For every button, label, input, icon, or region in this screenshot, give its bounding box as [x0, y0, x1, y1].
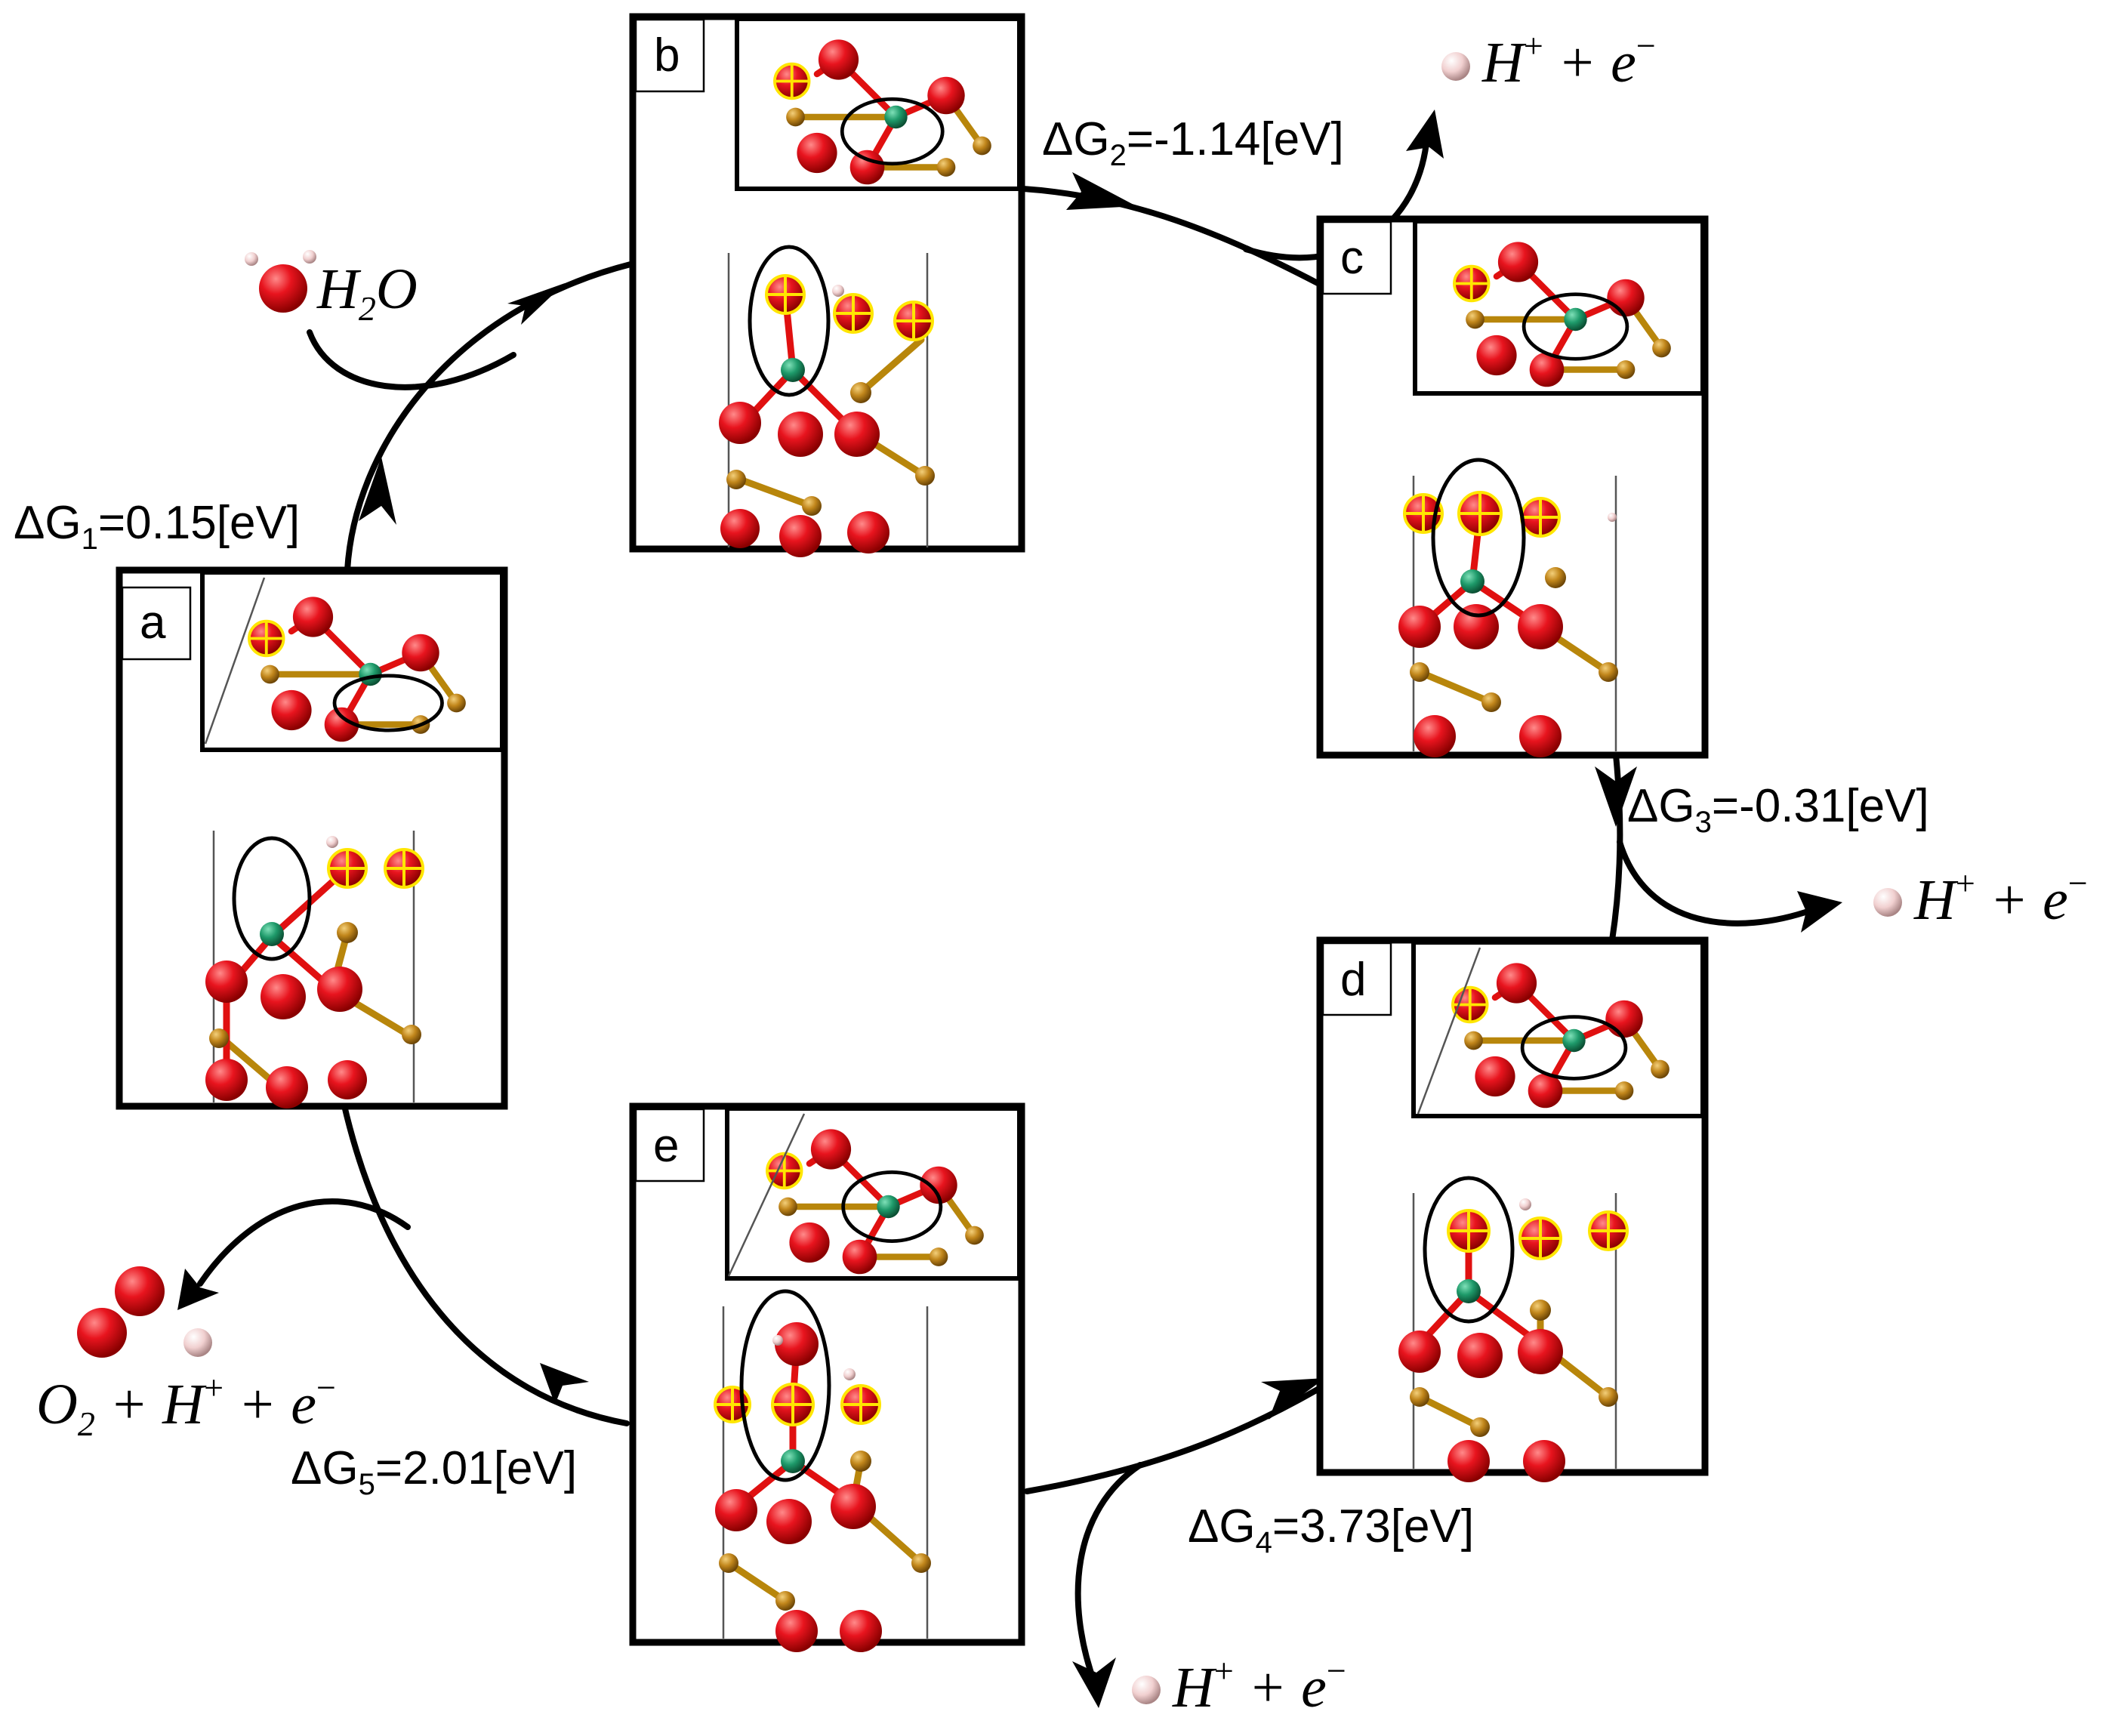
arrow-head-step-2	[1066, 172, 1136, 210]
oxygen-molecule-icon	[77, 1266, 212, 1358]
release-arrow-5	[197, 1198, 411, 1287]
panel-d-side-structure	[1398, 1176, 1629, 1482]
oxygen-release-label: O2 + H+ + e−	[36, 1368, 336, 1443]
arrow-head-step-1	[359, 457, 396, 525]
proton-icon-4	[1132, 1676, 1161, 1704]
panel-b: b	[629, 13, 1025, 557]
panel-a-label: a	[140, 597, 166, 649]
release-arrow-3	[1617, 839, 1815, 927]
panel-d-label: d	[1340, 954, 1366, 1006]
panel-c-label: c	[1340, 232, 1364, 284]
panel-d-inset-structure	[1453, 963, 1669, 1108]
release-head-2	[1406, 109, 1444, 159]
proton-electron-label-4: H+ + e−	[1172, 1651, 1346, 1719]
step-4-energy: ΔG4=3.73[eV]	[1188, 1500, 1474, 1559]
arrow-head-step-1b	[507, 283, 565, 325]
panel-b-label: b	[654, 29, 680, 82]
step-2-energy: ΔG2=-1.14[eV]	[1042, 113, 1344, 172]
panel-d: d	[1316, 936, 1709, 1482]
panel-a-inset-structure	[249, 597, 466, 742]
arrow-step-5	[341, 1099, 630, 1426]
panel-e: e	[629, 1102, 1025, 1652]
arrow-head-step-5	[540, 1363, 589, 1405]
panel-c-side-structure	[1398, 458, 1618, 757]
release-head-5	[177, 1269, 219, 1310]
panel-c: c	[1316, 215, 1709, 759]
release-head-4	[1072, 1657, 1116, 1708]
step-5-energy: ΔG5=2.01[eV]	[291, 1442, 577, 1501]
panel-b-inset-structure	[775, 39, 991, 184]
panel-a-side-structure	[205, 831, 424, 1109]
proton-electron-label-3: H+ + e−	[1913, 864, 2088, 932]
step-1-energy: ΔG1=0.15[eV]	[14, 497, 300, 556]
panel-e-label: e	[653, 1120, 679, 1172]
proton-electron-label-2: H+ + e−	[1481, 26, 1656, 94]
arrow-step-4	[1024, 1386, 1321, 1494]
panel-e-side-structure	[714, 1289, 931, 1652]
panel-b-side-structure	[719, 245, 935, 557]
panel-e-inset-structure	[767, 1129, 984, 1274]
water-arrow	[307, 329, 516, 390]
proton-icon-2	[1441, 52, 1470, 81]
proton-icon-3	[1873, 888, 1902, 917]
step-3-energy: ΔG3=-0.31[eV]	[1627, 780, 1929, 839]
water-molecule-icon	[245, 250, 316, 313]
panel-c-inset-structure	[1454, 242, 1671, 387]
panel-a: a	[116, 566, 508, 1110]
arrow-step-2	[1020, 186, 1321, 286]
arrow-head-step-3	[1595, 766, 1637, 827]
release-head-3	[1797, 891, 1842, 933]
arrow-head-step-4	[1261, 1378, 1325, 1420]
water-label: H2O	[316, 257, 418, 328]
release-arrow-4	[1074, 1462, 1143, 1687]
